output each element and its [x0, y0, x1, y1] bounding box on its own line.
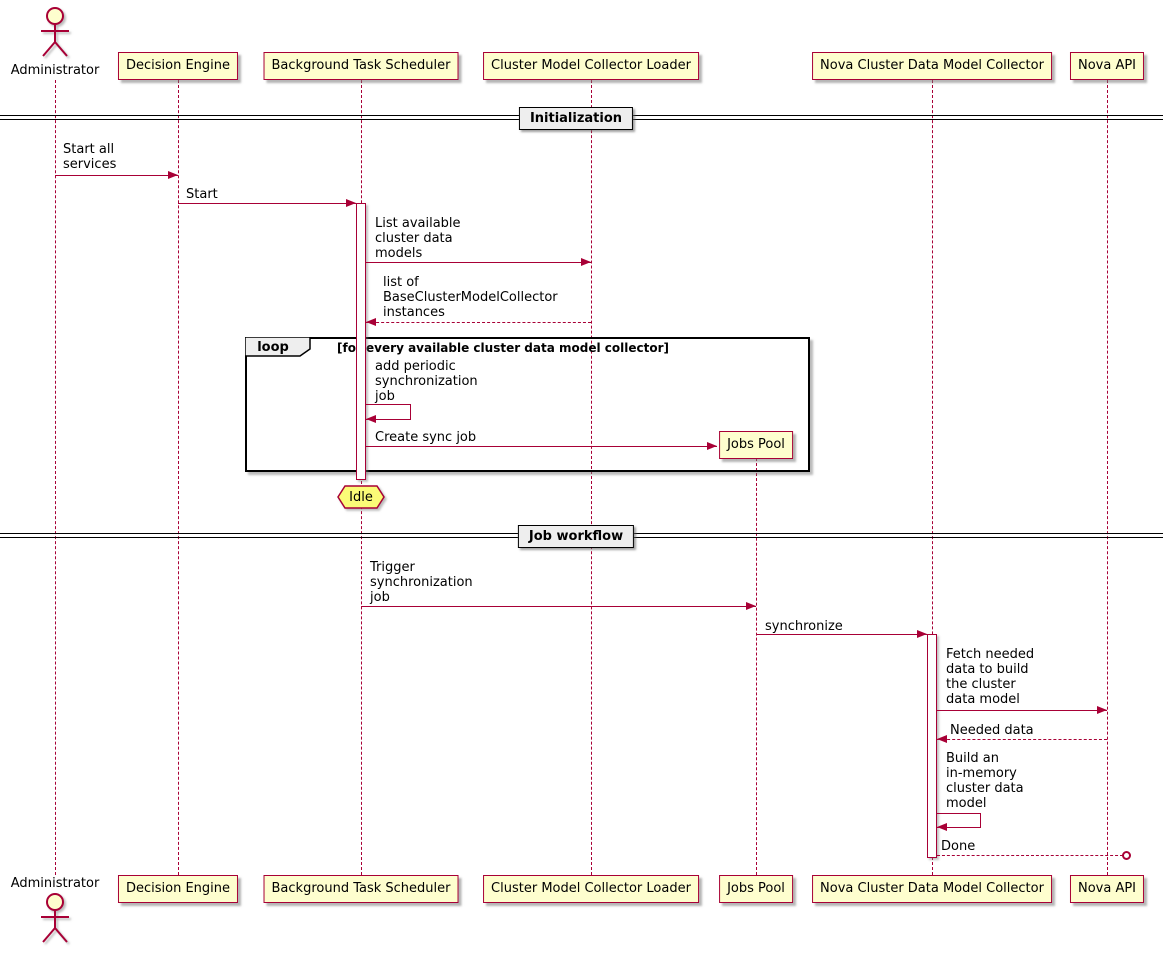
lifeline-nova-cluster-data-model-collector: [932, 80, 933, 875]
message-done-label: Done: [941, 839, 976, 854]
loop-condition: [for every available cluster data model …: [337, 341, 669, 355]
message-needed-data-return-arrow: [937, 739, 1107, 740]
participant-jobs-pool-bottom: Jobs Pool: [719, 875, 793, 903]
arrowhead-right-icon: [581, 258, 591, 266]
self-message-side-segment: [410, 404, 411, 419]
participant-background-task-scheduler-bottom: Background Task Scheduler: [263, 875, 459, 903]
message-add-periodic-job-label: add periodic synchronization job: [375, 359, 478, 404]
arrowhead-right-icon: [346, 199, 356, 207]
participant-cluster-model-collector-loader-bottom: Cluster Model Collector Loader: [483, 875, 699, 903]
message-trigger-sync-job-arrow: [361, 606, 756, 607]
arrowhead-left-icon: [937, 823, 947, 831]
loop-fragment-frame: [245, 337, 810, 472]
self-message-bottom-segment: [937, 827, 981, 828]
arrowhead-left-icon: [366, 318, 376, 326]
lifeline-nova-api: [1107, 80, 1108, 875]
activation-background-task-scheduler: [356, 203, 366, 480]
message-fetch-needed-data-label: Fetch needed data to build the cluster d…: [946, 647, 1035, 707]
message-start-arrow: [178, 203, 356, 204]
hexagon-icon: [337, 485, 385, 509]
message-synchronize-arrow: [756, 634, 927, 635]
message-needed-data-label: Needed data: [950, 723, 1034, 738]
participant-jobs-pool-created: Jobs Pool: [719, 431, 793, 459]
participant-administrator-bottom: Administrator: [10, 876, 100, 891]
message-list-available-models-arrow: [366, 262, 591, 263]
divider-initialization-label: Initialization: [518, 107, 634, 130]
arrowhead-right-icon: [168, 171, 178, 179]
participant-decision-engine-bottom: Decision Engine: [117, 875, 239, 903]
participant-administrator-top: Administrator: [10, 63, 100, 78]
message-start-label: Start: [186, 187, 218, 202]
self-message-side-segment: [980, 813, 981, 827]
message-synchronize-label: synchronize: [765, 619, 843, 634]
arrowhead-right-icon: [1097, 706, 1107, 714]
participant-nova-cluster-data-model-collector-bottom: Nova Cluster Data Model Collector: [812, 875, 1052, 903]
lifeline-cluster-model-collector-loader: [591, 80, 592, 875]
hexagon-note-idle: Idle: [337, 485, 385, 509]
arrowhead-right-icon: [746, 602, 756, 610]
message-start-all-services-label: Start all services: [63, 142, 117, 172]
message-list-of-instances-label: list of BaseClusterModelCollector instan…: [383, 275, 558, 320]
self-message-top-segment: [937, 813, 981, 814]
message-start-all-services-arrow: [55, 175, 178, 176]
participant-nova-api-bottom: Nova API: [1069, 875, 1145, 903]
lifeline-administrator: [55, 80, 56, 875]
loop-tag-pentagon: [244, 336, 311, 357]
actor-icon: [41, 893, 69, 943]
participant-background-task-scheduler-top: Background Task Scheduler: [263, 52, 459, 80]
actor-icon: [41, 7, 69, 57]
arrowhead-right-icon: [917, 630, 927, 638]
arrowhead-right-icon: [707, 442, 717, 450]
activation-nova-cluster-data-model-collector: [927, 634, 937, 858]
loop-keyword: loop: [257, 339, 289, 355]
hexagon-note-idle-label: Idle: [349, 489, 373, 505]
participant-cluster-model-collector-loader-top: Cluster Model Collector Loader: [483, 52, 699, 80]
message-trigger-sync-job-label: Trigger synchronization job: [370, 560, 473, 605]
divider-job-workflow-label: Job workflow: [517, 525, 635, 548]
arrowhead-left-icon: [366, 415, 376, 423]
message-build-model-label: Build an in-memory cluster data model: [946, 751, 1024, 811]
message-create-sync-job-label: Create sync job: [375, 430, 477, 445]
message-list-of-instances-return-arrow: [366, 322, 591, 323]
participant-nova-api-top: Nova API: [1069, 52, 1145, 80]
arrowhead-left-icon: [937, 735, 947, 743]
message-fetch-needed-data-arrow: [937, 710, 1107, 711]
message-list-available-models-label: List available cluster data models: [375, 216, 461, 261]
participant-decision-engine-top: Decision Engine: [117, 52, 239, 80]
self-message-bottom-segment: [366, 419, 411, 420]
message-end-circle-icon: [1122, 851, 1131, 860]
self-message-top-segment: [366, 404, 411, 405]
message-done-return-arrow: [937, 855, 1123, 856]
lifeline-decision-engine: [178, 80, 179, 875]
participant-nova-cluster-data-model-collector-top: Nova Cluster Data Model Collector: [812, 52, 1052, 80]
loop-fragment-tag: loop: [244, 336, 311, 357]
lifeline-jobs-pool: [756, 458, 757, 875]
message-create-sync-job-arrow: [366, 446, 717, 447]
